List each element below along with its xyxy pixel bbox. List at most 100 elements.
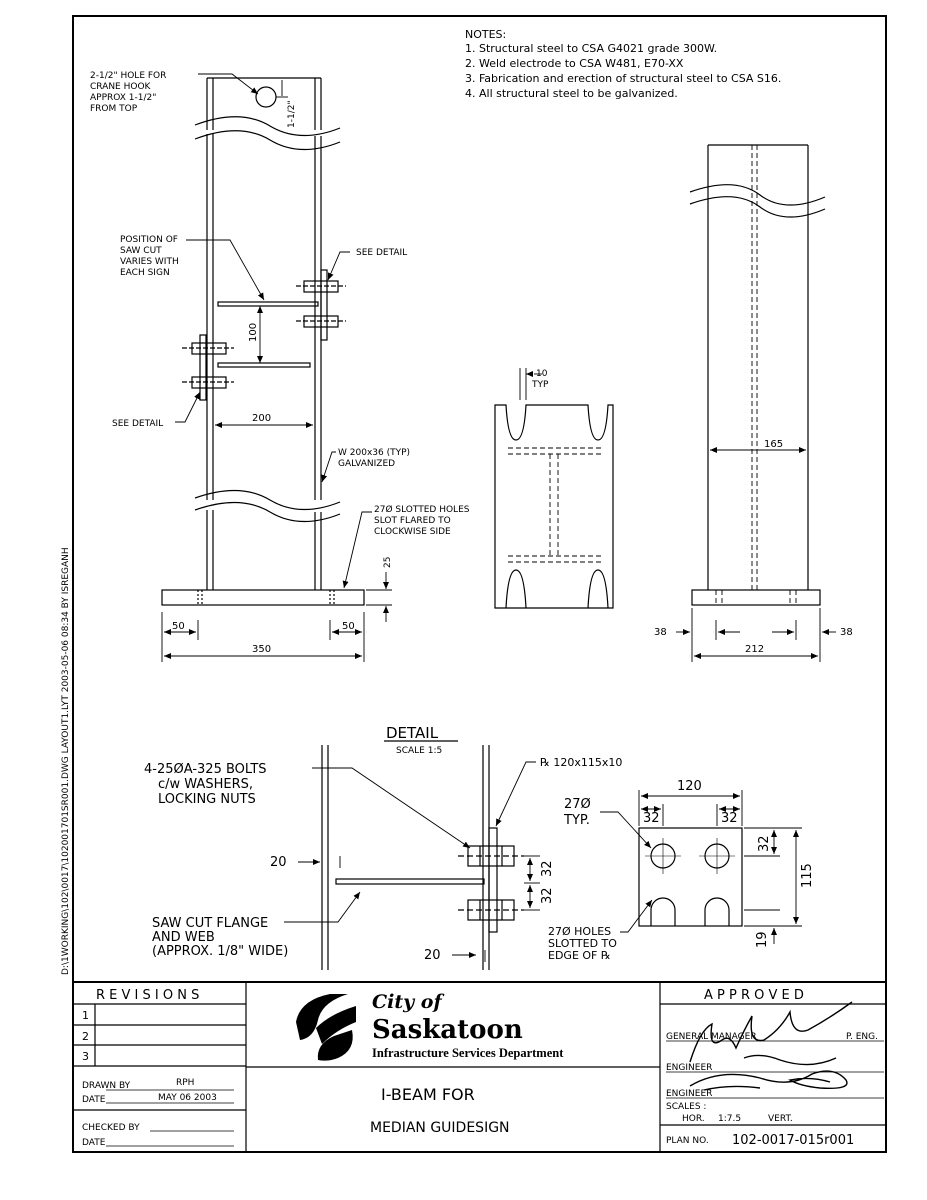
- detail-scale: SCALE 1:5: [396, 746, 442, 756]
- hor-label: HOR.: [682, 1114, 705, 1124]
- saw-flange-note-2: AND WEB: [152, 930, 215, 945]
- hole-note-1: 2-1/2" HOLE FOR: [90, 71, 166, 81]
- hole-label-2: TYP.: [563, 813, 590, 828]
- notes-heading: NOTES:: [465, 28, 506, 41]
- plan-no-value: 102-0017-015r001: [732, 1133, 854, 1148]
- section-view: [494, 404, 614, 609]
- notes-block: NOTES: 1. Structural steel to CSA G4021 …: [465, 28, 781, 100]
- engineer-signature: [689, 1070, 848, 1091]
- dim-100: 100: [248, 323, 259, 342]
- see-detail-left: SEE DETAIL: [112, 419, 163, 429]
- bolt-note-3: LOCKING NUTS: [158, 792, 256, 807]
- elevation-text: 2-1/2" HOLE FOR CRANE HOOK APPROX 1-1/2"…: [90, 71, 470, 655]
- slot-note-2: SLOT FLARED TO: [374, 516, 451, 526]
- p-eng-label: P. ENG.: [846, 1032, 878, 1042]
- saw-note-1: POSITION OF: [120, 235, 178, 245]
- section-typ: TYP: [531, 380, 549, 390]
- saw-note-3: VARIES WITH: [120, 257, 179, 267]
- hor-value: 1:7.5: [718, 1114, 741, 1124]
- title-block: [73, 982, 886, 1152]
- drawing-title-line-2: MEDIAN GUIDESIGN: [370, 1120, 510, 1136]
- saw-note-4: EACH SIGN: [120, 268, 170, 278]
- plate-dim-32-left: 32: [643, 811, 660, 826]
- dim-50-right: 50: [342, 621, 355, 632]
- hole-note-3: APPROX 1-1/2": [90, 93, 156, 103]
- drawn-by-label: DRAWN BY: [82, 1081, 131, 1091]
- approved-label: A P P R O V E D: [704, 988, 804, 1003]
- dim-200: 200: [252, 413, 271, 424]
- beam-note-1: W 200x36 (TYP): [338, 448, 410, 458]
- title-block-text: R E V I S I O N S 1 2 3 DRAWN BY RPH DAT…: [82, 988, 878, 1148]
- rev-number-3: 3: [82, 1050, 89, 1063]
- org-city-of: City of: [372, 991, 444, 1013]
- bolt-note-1: 4-25ØA-325 BOLTS: [144, 762, 267, 777]
- revisions-label: R E V I S I O N S: [96, 988, 199, 1003]
- org-name: Saskatoon: [372, 1015, 523, 1045]
- plan-no-label: PLAN NO.: [666, 1136, 709, 1146]
- note-2: 2. Weld electrode to CSA W481, E70-XX: [465, 57, 684, 70]
- saw-flange-note-3: (APPROX. 1/8" WIDE): [152, 944, 288, 959]
- slot-holes-note-3: EDGE OF ℞: [548, 949, 611, 962]
- checked-by-label: CHECKED BY: [82, 1123, 140, 1133]
- note-3: 3. Fabrication and erection of structura…: [465, 72, 781, 85]
- detail-annotations: [284, 761, 802, 962]
- detail-dim-20-top: 20: [270, 855, 287, 870]
- hole-dim-label: 1-1/2": [287, 100, 297, 128]
- engineer2-label: ENGINEER: [666, 1089, 712, 1099]
- side-annotations: [676, 447, 836, 662]
- plate-note: ℞ 120x115x10: [540, 756, 622, 769]
- vert-label: VERT.: [768, 1114, 793, 1124]
- detail-dim-32-b: 32: [540, 887, 555, 904]
- slot-note-3: CLOCKWISE SIDE: [374, 527, 451, 537]
- section-dim-10: 10: [536, 369, 548, 379]
- plate-dim-120: 120: [677, 779, 702, 794]
- saskatoon-logo: [296, 994, 356, 1061]
- dim-38-right: 38: [840, 627, 853, 638]
- date-label: DATE: [82, 1095, 106, 1105]
- detail-text: 4-25ØA-325 BOLTS c/w WASHERS, LOCKING NU…: [144, 756, 815, 963]
- date2-label: DATE: [82, 1138, 106, 1148]
- hole-note-2: CRANE HOOK: [90, 82, 152, 92]
- plate-dim-115: 115: [800, 863, 815, 888]
- rev-number-2: 2: [82, 1030, 89, 1043]
- bolt-note-2: c/w WASHERS,: [158, 777, 253, 792]
- plate-dim-32-right: 32: [721, 811, 738, 826]
- dim-350: 350: [252, 644, 271, 655]
- dim-165: 165: [764, 439, 783, 450]
- saw-note-2: SAW CUT: [120, 246, 162, 256]
- plate-dim-19: 19: [755, 931, 770, 948]
- drawn-by-value: RPH: [176, 1078, 194, 1088]
- dim-38-left: 38: [654, 627, 667, 638]
- detail-dim-32-a: 32: [540, 860, 555, 877]
- rev-number-1: 1: [82, 1009, 89, 1022]
- beam-note-2: GALVANIZED: [338, 459, 395, 469]
- dim-212: 212: [745, 644, 764, 655]
- dim-50-left: 50: [172, 621, 185, 632]
- file-path-label: D:\1WORKING\102\0017\102001701SR001.DWG …: [61, 547, 71, 975]
- see-detail-right: SEE DETAIL: [356, 248, 407, 258]
- detail-title: DETAIL: [386, 724, 439, 742]
- approval-signature: [689, 1001, 853, 1066]
- saw-flange-note-1: SAW CUT FLANGE: [152, 916, 268, 931]
- slot-holes-note-1: 27Ø HOLES: [548, 925, 611, 938]
- org-department: Infrastructure Services Department: [372, 1046, 564, 1060]
- sheet-border: [72, 15, 887, 1153]
- elevation-view: [161, 77, 365, 606]
- scales-label: SCALES :: [666, 1102, 706, 1112]
- side-view: [689, 144, 826, 606]
- plate-dim-32-side: 32: [757, 835, 772, 852]
- engineer-label: ENGINEER: [666, 1063, 712, 1073]
- slot-note-1: 27Ø SLOTTED HOLES: [374, 504, 470, 515]
- drawing-title-line-1: I-BEAM FOR: [381, 1085, 475, 1104]
- hole-note-4: FROM TOP: [90, 104, 138, 114]
- hole-label-1: 27Ø: [564, 797, 591, 812]
- slot-holes-note-2: SLOTTED TO: [548, 937, 617, 950]
- note-4: 4. All structural steel to be galvanized…: [465, 87, 678, 100]
- note-1: 1. Structural steel to CSA G4021 grade 3…: [465, 42, 717, 55]
- date-value: MAY 06 2003: [158, 1093, 217, 1103]
- dim-25: 25: [383, 557, 393, 568]
- detail-dim-20-bottom: 20: [424, 948, 441, 963]
- elevation-annotations: [161, 73, 392, 662]
- section-annotations: [519, 368, 542, 400]
